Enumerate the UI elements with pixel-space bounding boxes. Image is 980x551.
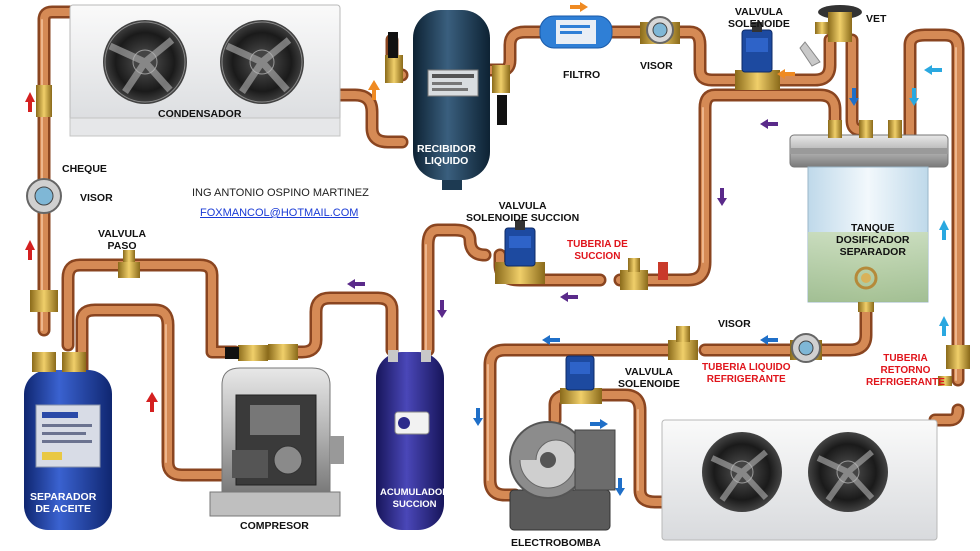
evaporator-unit [661,419,938,541]
arrow-orange-right [570,2,588,12]
label-acumulador: ACUMULADOR SUCCION [380,487,449,511]
label-separador: SEPARADOR DE ACEITE [30,491,96,515]
label-valvula-paso-line2: PASO [107,240,137,252]
label-tanque-line1: TANQUE [850,222,895,234]
label-tuberia-liquido: TUBERIA LIQUIDO REFRIGERANTE [702,362,791,386]
arrow-red-up [25,240,35,260]
arrow-blue-down [615,478,625,496]
label-tuberia-retorno-line1: TUBERIA [883,353,928,364]
label-recibidor-line1: RECIBIDOR [417,143,476,155]
label-separador-line1: SEPARADOR [30,491,97,503]
label-tuberia-succion-line2: SUCCION [574,251,621,262]
sight-glass-top [640,16,680,44]
suction-solenoid-valve [495,220,545,284]
arrow-blue-down [849,88,859,106]
arrow-purple-left [760,119,778,129]
label-valvula-solenoide-bottom: VALVULA SOLENOIDE [618,366,680,390]
arrow-cyan-down [909,88,919,106]
author-email[interactable]: FOXMANCOL@HOTMAIL.COM [200,207,359,219]
return-valve [938,345,970,386]
compressor [209,344,344,517]
receiver-valve-left [385,55,403,83]
liquid-service-valve [668,326,698,360]
label-valvula-paso-line1: VALVULA [98,228,147,240]
label-electrobomba: ELECTROBOMBA [511,537,601,549]
thermostatic-expansion-valve [799,5,862,67]
label-visor-right: VISOR [718,318,751,330]
liquid-receiver [385,10,510,190]
label-separador-line2: DE ACEITE [35,503,91,515]
label-tanque: TANQUE DOSIFICADOR SEPARADOR [836,222,910,258]
arrow-red-up [146,392,158,412]
arrow-red-up [25,92,35,112]
suction-service-valve [620,258,668,290]
label-valvula-paso: VALVULA PASO [98,228,146,252]
solenoid-valve-bottom [560,355,602,404]
arrow-blue-left [542,335,560,345]
label-valvula-solenoide-top-line1: VALVULA [734,6,783,18]
arrow-purple-left [347,279,365,289]
arrow-blue-left [760,335,778,345]
arrow-blue-down [473,408,483,426]
label-recibidor-line2: LIQUIDO [424,155,469,167]
arrow-blue-right [590,419,608,429]
author-name: ING ANTONIO OSPINO MARTINEZ [192,187,369,199]
arrow-orange-up [368,80,380,100]
flow-arrows [25,2,949,496]
check-valve [36,85,52,117]
filter-drier [539,15,613,49]
label-tanque-line2: DOSIFICADOR [836,234,910,246]
label-recibidor: RECIBIDOR LIQUIDO [417,143,476,167]
label-tuberia-succion-line1: TUBERIA DE [567,239,628,250]
label-tanque-line3: SEPARADOR [839,246,906,258]
arrow-purple-down [437,300,447,318]
label-visor-left: VISOR [80,192,113,204]
arrow-purple-left [560,292,578,302]
electric-pump [509,421,616,531]
arrow-cyan-up [939,220,949,240]
label-compresor: COMPRESOR [240,520,309,532]
condenser-unit [69,4,341,137]
label-acumulador-line1: ACUMULADOR [380,487,450,498]
label-tuberia-retorno: TUBERIA RETORNO REFRIGERANTE [866,353,945,389]
label-visor-top: VISOR [640,60,673,72]
label-vet: VET [866,13,887,25]
receiver-valve-right [492,65,510,93]
label-solenoide-succion-line2: SOLENOIDE SUCCION [466,212,580,224]
label-acumulador-line2: SUCCION [392,499,437,510]
solenoid-valve-top [735,22,780,90]
label-valvula-solenoide-bottom-line2: SOLENOIDE [618,378,680,390]
label-tuberia-liquido-line1: TUBERIA LIQUIDO [702,362,791,373]
arrow-cyan-up [939,316,949,336]
label-cheque: CHEQUE [62,163,107,175]
arrow-orange-left [777,69,795,79]
label-valvula-solenoide-bottom-line1: VALVULA [624,366,673,378]
label-solenoide-succion: VALVULA SOLENOIDE SUCCION [466,200,579,224]
oil-separator [24,85,140,530]
arrow-purple-down [717,188,727,206]
label-tuberia-liquido-line2: REFRIGERANTE [706,374,786,385]
label-valvula-solenoide-top-line2: SOLENOIDE [728,18,790,30]
label-tuberia-succion: TUBERIA DE SUCCION [567,239,628,263]
label-condensador: CONDENSADOR [158,108,242,120]
label-solenoide-succion-line1: VALVULA [498,200,547,212]
sight-glass-right [790,333,822,363]
suction-accumulator [376,350,444,530]
label-tuberia-retorno-line2: RETORNO [880,365,931,376]
label-valvula-solenoide-top: VALVULA SOLENOIDE [728,6,790,30]
arrow-cyan-left [924,65,942,75]
label-filtro: FILTRO [563,69,601,81]
label-tuberia-retorno-line3: REFRIGERANTE [866,377,945,388]
dosing-separator-tank [789,120,949,312]
